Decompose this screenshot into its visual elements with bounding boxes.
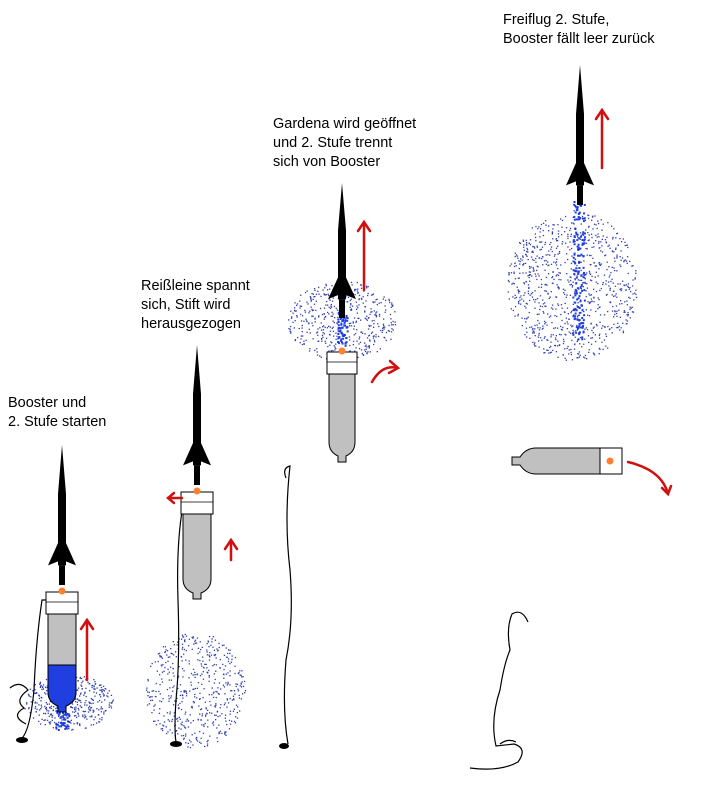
rocket-body (328, 183, 356, 300)
rope-stage-3 (283, 465, 292, 745)
arrow-head (356, 219, 372, 233)
caption-stage-2-line-2: sich, Stift wird (141, 297, 231, 313)
arrow-pin-out (166, 491, 184, 505)
booster-bottle-falling (511, 447, 601, 475)
booster-water (47, 664, 77, 713)
caption-stage-2: Reißleine spannt sich, Stift wird heraus… (141, 277, 250, 334)
caption-stage-2-line-1: Reißleine spannt (141, 278, 250, 294)
adapter-section (180, 491, 214, 515)
arrow-up-stage-3 (356, 219, 372, 292)
arrow-head (166, 491, 176, 505)
release-pin (338, 347, 346, 355)
caption-stage-4-line-1: Freiflug 2. Stufe, (503, 12, 610, 28)
caption-stage-3-line-3: sich von Booster (273, 154, 381, 170)
caption-stage-2-line-3: herausgezogen (141, 316, 241, 332)
arrow-up-stage-4 (594, 107, 610, 170)
rocket-nozzle (194, 465, 200, 485)
booster-bottle (182, 513, 212, 600)
rocket-nozzle (577, 185, 583, 205)
rope-anchor-stage-2 (170, 741, 182, 747)
rope-anchor-stage-3 (279, 743, 289, 749)
booster-bottle (328, 373, 356, 463)
adapter-section (326, 351, 358, 375)
arrow-head (594, 107, 610, 121)
arrow-shaft (370, 366, 400, 384)
spray-stage-4 (507, 201, 638, 361)
booster-stage-3 (326, 347, 358, 463)
caption-stage-3-line-2: und 2. Stufe trennt (273, 135, 393, 151)
adapter-section (45, 591, 79, 615)
rocket-body (48, 445, 76, 566)
booster-stage-1 (45, 587, 79, 713)
arrow-head (223, 537, 239, 551)
caption-stage-4: Freiflug 2. Stufe, Booster fällt leer zu… (503, 11, 655, 49)
rope-stage-2 (174, 499, 185, 743)
arrow-up-stage-1 (79, 617, 95, 682)
rocket-stage-2 (183, 345, 211, 485)
caption-stage-1-line-1: Booster und (8, 395, 87, 411)
caption-stage-1: Booster und 2. Stufe starten (8, 394, 106, 432)
rocket-body (566, 65, 594, 186)
release-pin (193, 487, 201, 495)
spray-stage-2 (145, 633, 247, 749)
arrow-head (660, 484, 673, 497)
rope-stage-1 (9, 599, 48, 739)
arrow-head (79, 617, 95, 631)
rocket-stage-1 (48, 445, 76, 585)
caption-stage-3-line-1: Gardena wird geöffnet (273, 116, 417, 132)
rope-stage-4 (469, 611, 529, 770)
caption-stage-3: Gardena wird geöffnet und 2. Stufe trenn… (273, 115, 416, 172)
rocket-nozzle (339, 299, 345, 318)
release-pin (58, 587, 66, 595)
arrow-curve-stage-3 (370, 359, 401, 384)
release-pin (606, 457, 614, 465)
booster-stage-4 (511, 447, 623, 475)
arrow-curve-stage-4 (626, 460, 673, 497)
rocket-nozzle (59, 565, 65, 585)
caption-stage-4-line-2: Booster fällt leer zurück (503, 31, 655, 47)
booster-stage-2 (180, 487, 214, 600)
arrow-shaft (626, 460, 670, 496)
rocket-stage-3 (328, 183, 356, 318)
rope-anchor-stage-1 (16, 737, 28, 743)
rocket-body (183, 345, 211, 466)
arrow-head (387, 359, 401, 375)
rocket-stage-4 (566, 65, 594, 205)
caption-stage-1-line-2: 2. Stufe starten (8, 414, 107, 430)
arrow-up-stage-2 (223, 537, 239, 562)
